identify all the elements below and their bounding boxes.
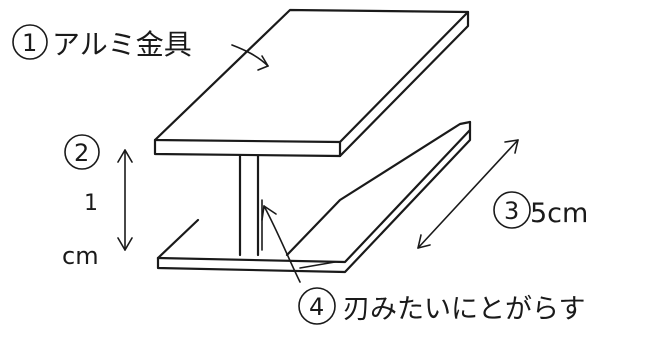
label-3-text: 5cm [530, 198, 588, 229]
circle-2-icon [64, 134, 100, 170]
circle-1-icon [12, 24, 48, 60]
label-2: 2 1 cm [62, 134, 100, 270]
label-3: 3 5cm [493, 191, 588, 229]
label-2-unit: cm [62, 242, 99, 270]
label-2-number: 2 [74, 139, 89, 167]
label-4-text: 刃みたいにとがらす [343, 294, 585, 325]
height-dimension-arrow [117, 149, 133, 251]
circle-3-icon [493, 191, 531, 229]
length-dimension-arrow [417, 139, 519, 249]
label-2-value: 1 [84, 191, 98, 216]
bottom-flange [156, 120, 472, 274]
label-1-arrow [231, 44, 269, 71]
circle-4-icon [298, 287, 336, 325]
center-web [238, 154, 263, 257]
label-4-arrow [261, 205, 301, 283]
label-1-number: 1 [22, 29, 37, 57]
top-flange [153, 8, 470, 158]
label-4-number: 4 [309, 293, 324, 321]
label-1-text: アルミ金具 [52, 28, 192, 61]
label-3-number: 3 [504, 197, 519, 225]
label-1: 1 アルミ金具 [12, 24, 192, 61]
label-4: 4 刃みたいにとがらす [298, 287, 585, 325]
